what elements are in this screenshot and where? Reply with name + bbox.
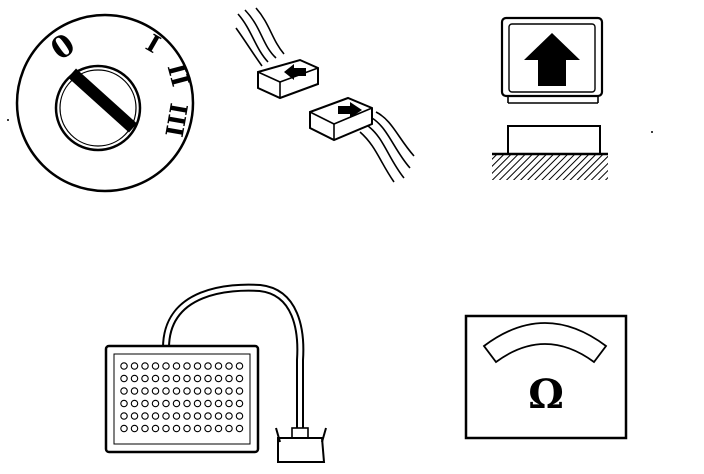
probe-hole — [235, 399, 244, 408]
probe-hole — [120, 374, 128, 383]
probe-hole — [204, 424, 212, 433]
ohm-symbol: Ω — [528, 371, 564, 418]
probe-hole — [141, 362, 149, 370]
probe-hole — [193, 412, 202, 420]
probe-hole — [151, 412, 160, 420]
probe-hole — [204, 374, 212, 383]
probe-hole — [172, 362, 181, 370]
probe-hole — [172, 399, 181, 408]
probe-hole — [183, 387, 191, 395]
switch-position-3: III — [159, 101, 193, 139]
probe-hole — [214, 399, 223, 408]
probe-hole — [225, 362, 233, 370]
probe-hole — [214, 374, 223, 383]
probe-hole — [204, 387, 212, 395]
ignition-switch-icon: 0 I II III — [15, 13, 195, 193]
probe-hole — [193, 387, 202, 395]
probe-hole — [204, 412, 212, 420]
probe-hole — [225, 412, 233, 420]
probe-hole — [151, 387, 160, 395]
probe-hole — [183, 362, 191, 370]
probe-hole — [141, 387, 149, 395]
probe-hole — [130, 412, 139, 420]
probe-hole — [183, 424, 191, 433]
probe-hole — [141, 399, 149, 408]
hatched-base — [492, 154, 608, 180]
probe-hole — [235, 387, 244, 395]
probe-hole — [162, 362, 170, 370]
probe-hole — [162, 412, 170, 420]
test-probe-board-icon — [104, 283, 327, 463]
probe-hole — [225, 399, 233, 408]
probe-hole — [120, 362, 128, 370]
probe-hole — [141, 424, 149, 433]
probe-hole — [141, 412, 149, 420]
probe-hole — [130, 362, 139, 370]
up-arrow-icon — [524, 33, 580, 86]
probe-hole — [172, 374, 181, 383]
probe-hole — [235, 362, 244, 370]
probe-hole — [183, 399, 191, 408]
probe-hole — [162, 424, 170, 433]
probe-hole — [162, 387, 170, 395]
probe-hole — [120, 412, 128, 420]
probe-hole — [235, 412, 244, 420]
probe-hole — [214, 387, 223, 395]
probe-hole — [225, 374, 233, 383]
probe-hole — [162, 399, 170, 408]
probe-hole — [130, 387, 139, 395]
probe-hole — [193, 399, 202, 408]
probe-hole — [235, 424, 244, 433]
probe-hole — [193, 424, 202, 433]
probe-hole — [214, 412, 223, 420]
probe-hole — [172, 412, 181, 420]
probe-hole — [183, 412, 191, 420]
probe-hole — [193, 374, 202, 383]
ohmmeter-icon: Ω — [464, 314, 628, 440]
probe-hole — [172, 387, 181, 395]
probe-hole — [214, 424, 223, 433]
probe-hole — [130, 374, 139, 383]
probe-hole — [204, 362, 212, 370]
probe-hole — [141, 374, 149, 383]
probe-hole — [120, 399, 128, 408]
probe-hole — [120, 424, 128, 433]
probe-hole — [151, 424, 160, 433]
probe-hole — [172, 424, 181, 433]
probe-hole — [204, 399, 212, 408]
probe-hole — [225, 424, 233, 433]
probe-hole — [130, 424, 139, 433]
probe-hole — [151, 399, 160, 408]
pressure-block-icon — [492, 16, 608, 180]
probe-hole — [162, 374, 170, 383]
probe-hole — [130, 399, 139, 408]
probe-hole — [183, 374, 191, 383]
connector-arrow-lower — [338, 102, 362, 118]
probe-hole — [120, 387, 128, 395]
probe-hole — [214, 362, 223, 370]
probe-hole — [225, 387, 233, 395]
connector-arrow-upper — [284, 64, 306, 80]
key-slot — [67, 68, 138, 133]
probe-hole — [235, 374, 244, 383]
probe-hole — [151, 374, 160, 383]
probe-hole — [193, 362, 202, 370]
probe-hole — [151, 362, 160, 370]
connector-pair-icon — [235, 7, 415, 183]
